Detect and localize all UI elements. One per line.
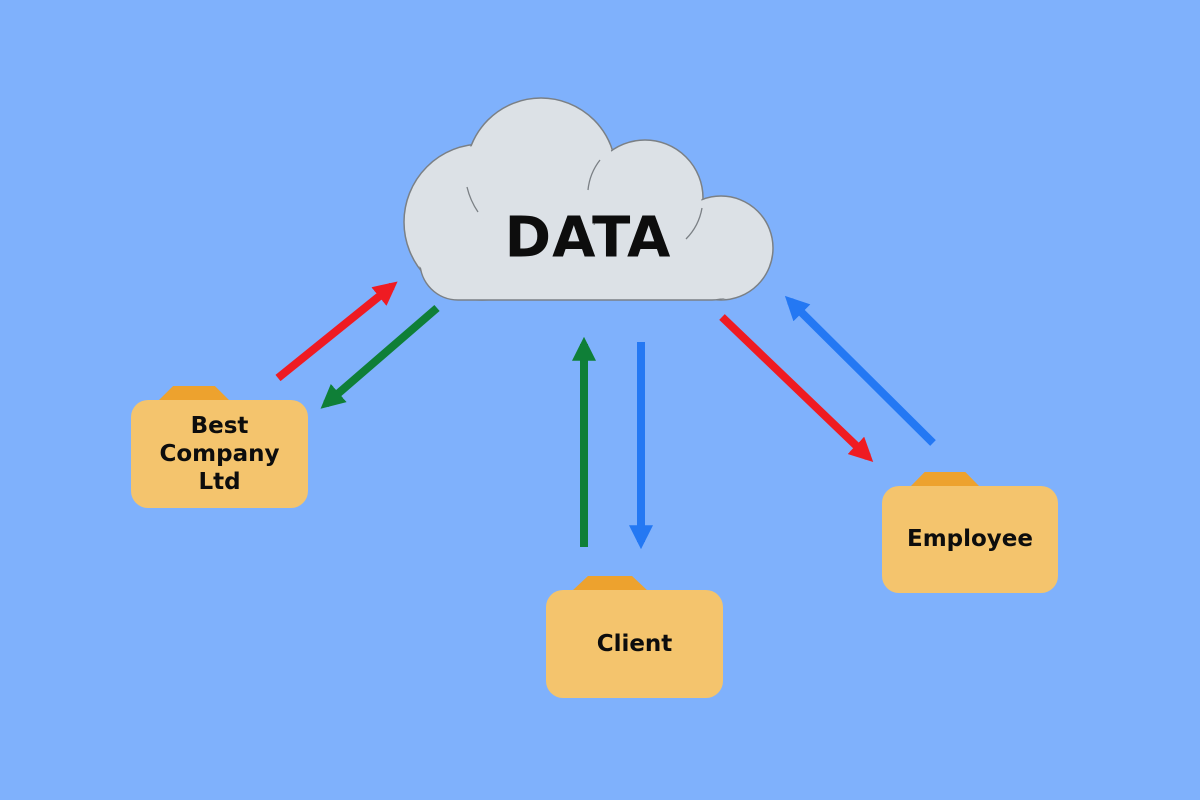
folder-body: Client	[546, 590, 723, 698]
folder-employee: Employee	[882, 472, 1058, 593]
folder-label: Employee	[906, 526, 1034, 553]
cloud-junction-arc	[587, 159, 601, 191]
folder-client: Client	[546, 576, 723, 698]
folder-tab-icon	[158, 386, 230, 401]
folder-label: Best Company Ltd	[159, 412, 280, 496]
cloud-junction-arc	[466, 186, 479, 213]
folder-body: Employee	[882, 486, 1058, 593]
cloud-junction-arc	[685, 207, 703, 240]
folder-best-company: Best Company Ltd	[131, 386, 308, 508]
cloud-fill-mask	[421, 225, 749, 299]
folder-label: Client	[596, 630, 673, 657]
arrow-employee-to-data	[784, 295, 936, 446]
cloud-fill-mask	[467, 99, 615, 247]
folder-tab-icon	[572, 576, 648, 591]
arrow-data-to-employee	[719, 314, 874, 462]
cloud-label: DATA	[504, 205, 672, 271]
folder-tab-icon	[910, 472, 980, 487]
data-cloud	[403, 97, 774, 301]
arrows-group	[275, 281, 936, 550]
arrow-data-to-best-company	[320, 304, 440, 409]
arrow-best-company-to-data	[275, 281, 398, 382]
folder-body: Best Company Ltd	[131, 400, 308, 508]
